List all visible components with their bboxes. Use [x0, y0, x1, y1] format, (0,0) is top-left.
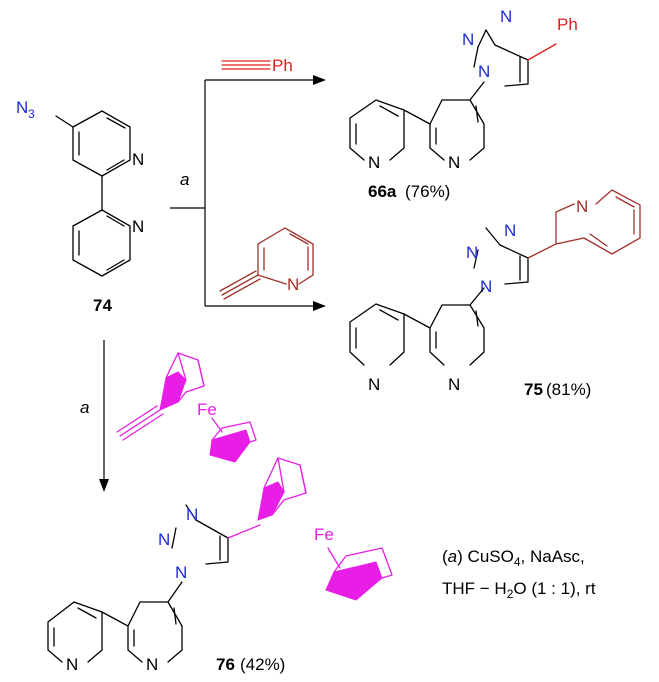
compound-76: N N N Fe N N 76 (42%) [47, 457, 393, 674]
triazole-n: N [186, 505, 198, 524]
triazole-n: N [466, 243, 478, 262]
ring-nitrogen: N [368, 375, 380, 394]
compound-label-66a: 66a [368, 182, 397, 201]
ring-nitrogen: N [132, 150, 144, 169]
ring-nitrogen: N [66, 655, 78, 674]
arrow-label-a: a [180, 170, 189, 189]
triazole-n: N [500, 7, 512, 26]
compound-label-74: 74 [93, 296, 112, 315]
azide-label: N [16, 98, 28, 117]
reagent-ph-label: Ph [272, 56, 293, 75]
ring-nitrogen: N [448, 375, 460, 394]
conditions: (a) CuSO4, NaAsc, THF − H2O (1 : 1), rt [442, 547, 596, 601]
compound-75: N N N N N N 75 (81%) [349, 189, 641, 399]
compound-74: N 3 N N 74 [16, 98, 144, 315]
arrow-label-a: a [80, 398, 89, 417]
triazole-n: N [480, 277, 492, 296]
branch-arrows: a a [80, 75, 326, 492]
triazole-n: N [462, 30, 474, 49]
pyridine-n: N [287, 275, 299, 294]
ring-nitrogen: N [368, 153, 380, 172]
yield-76: (42%) [240, 655, 285, 674]
fe-label: Fe [314, 525, 334, 544]
ring-nitrogen: N [132, 217, 144, 236]
triazole-n: N [504, 221, 516, 240]
conditions-line-1: (a) CuSO4, NaAsc, [442, 547, 585, 569]
azide-subscript: 3 [28, 107, 35, 121]
fe-label: Fe [197, 400, 217, 419]
reagent-ethynylpyridine: N [219, 227, 314, 300]
compound-label-76: 76 [216, 655, 235, 674]
triazole-n: N [478, 62, 490, 81]
ring-nitrogen: N [146, 655, 158, 674]
reagent-ethynylferrocene: Fe [116, 352, 257, 463]
triazole-n: N [158, 530, 170, 549]
triazole-n: N [175, 563, 187, 582]
compound-66a: N N N Ph N N 66a (76%) [349, 7, 578, 201]
reagent-phenylacetylene: Ph [221, 56, 293, 75]
pyridyl-n: N [576, 197, 588, 216]
compound-label-75: 75 [524, 380, 543, 399]
conditions-line-2: THF − H2O (1 : 1), rt [442, 579, 596, 601]
yield-66a: (76%) [405, 182, 450, 201]
ring-nitrogen: N [448, 153, 460, 172]
ph-substituent: Ph [557, 15, 578, 34]
yield-75: (81%) [546, 380, 591, 399]
